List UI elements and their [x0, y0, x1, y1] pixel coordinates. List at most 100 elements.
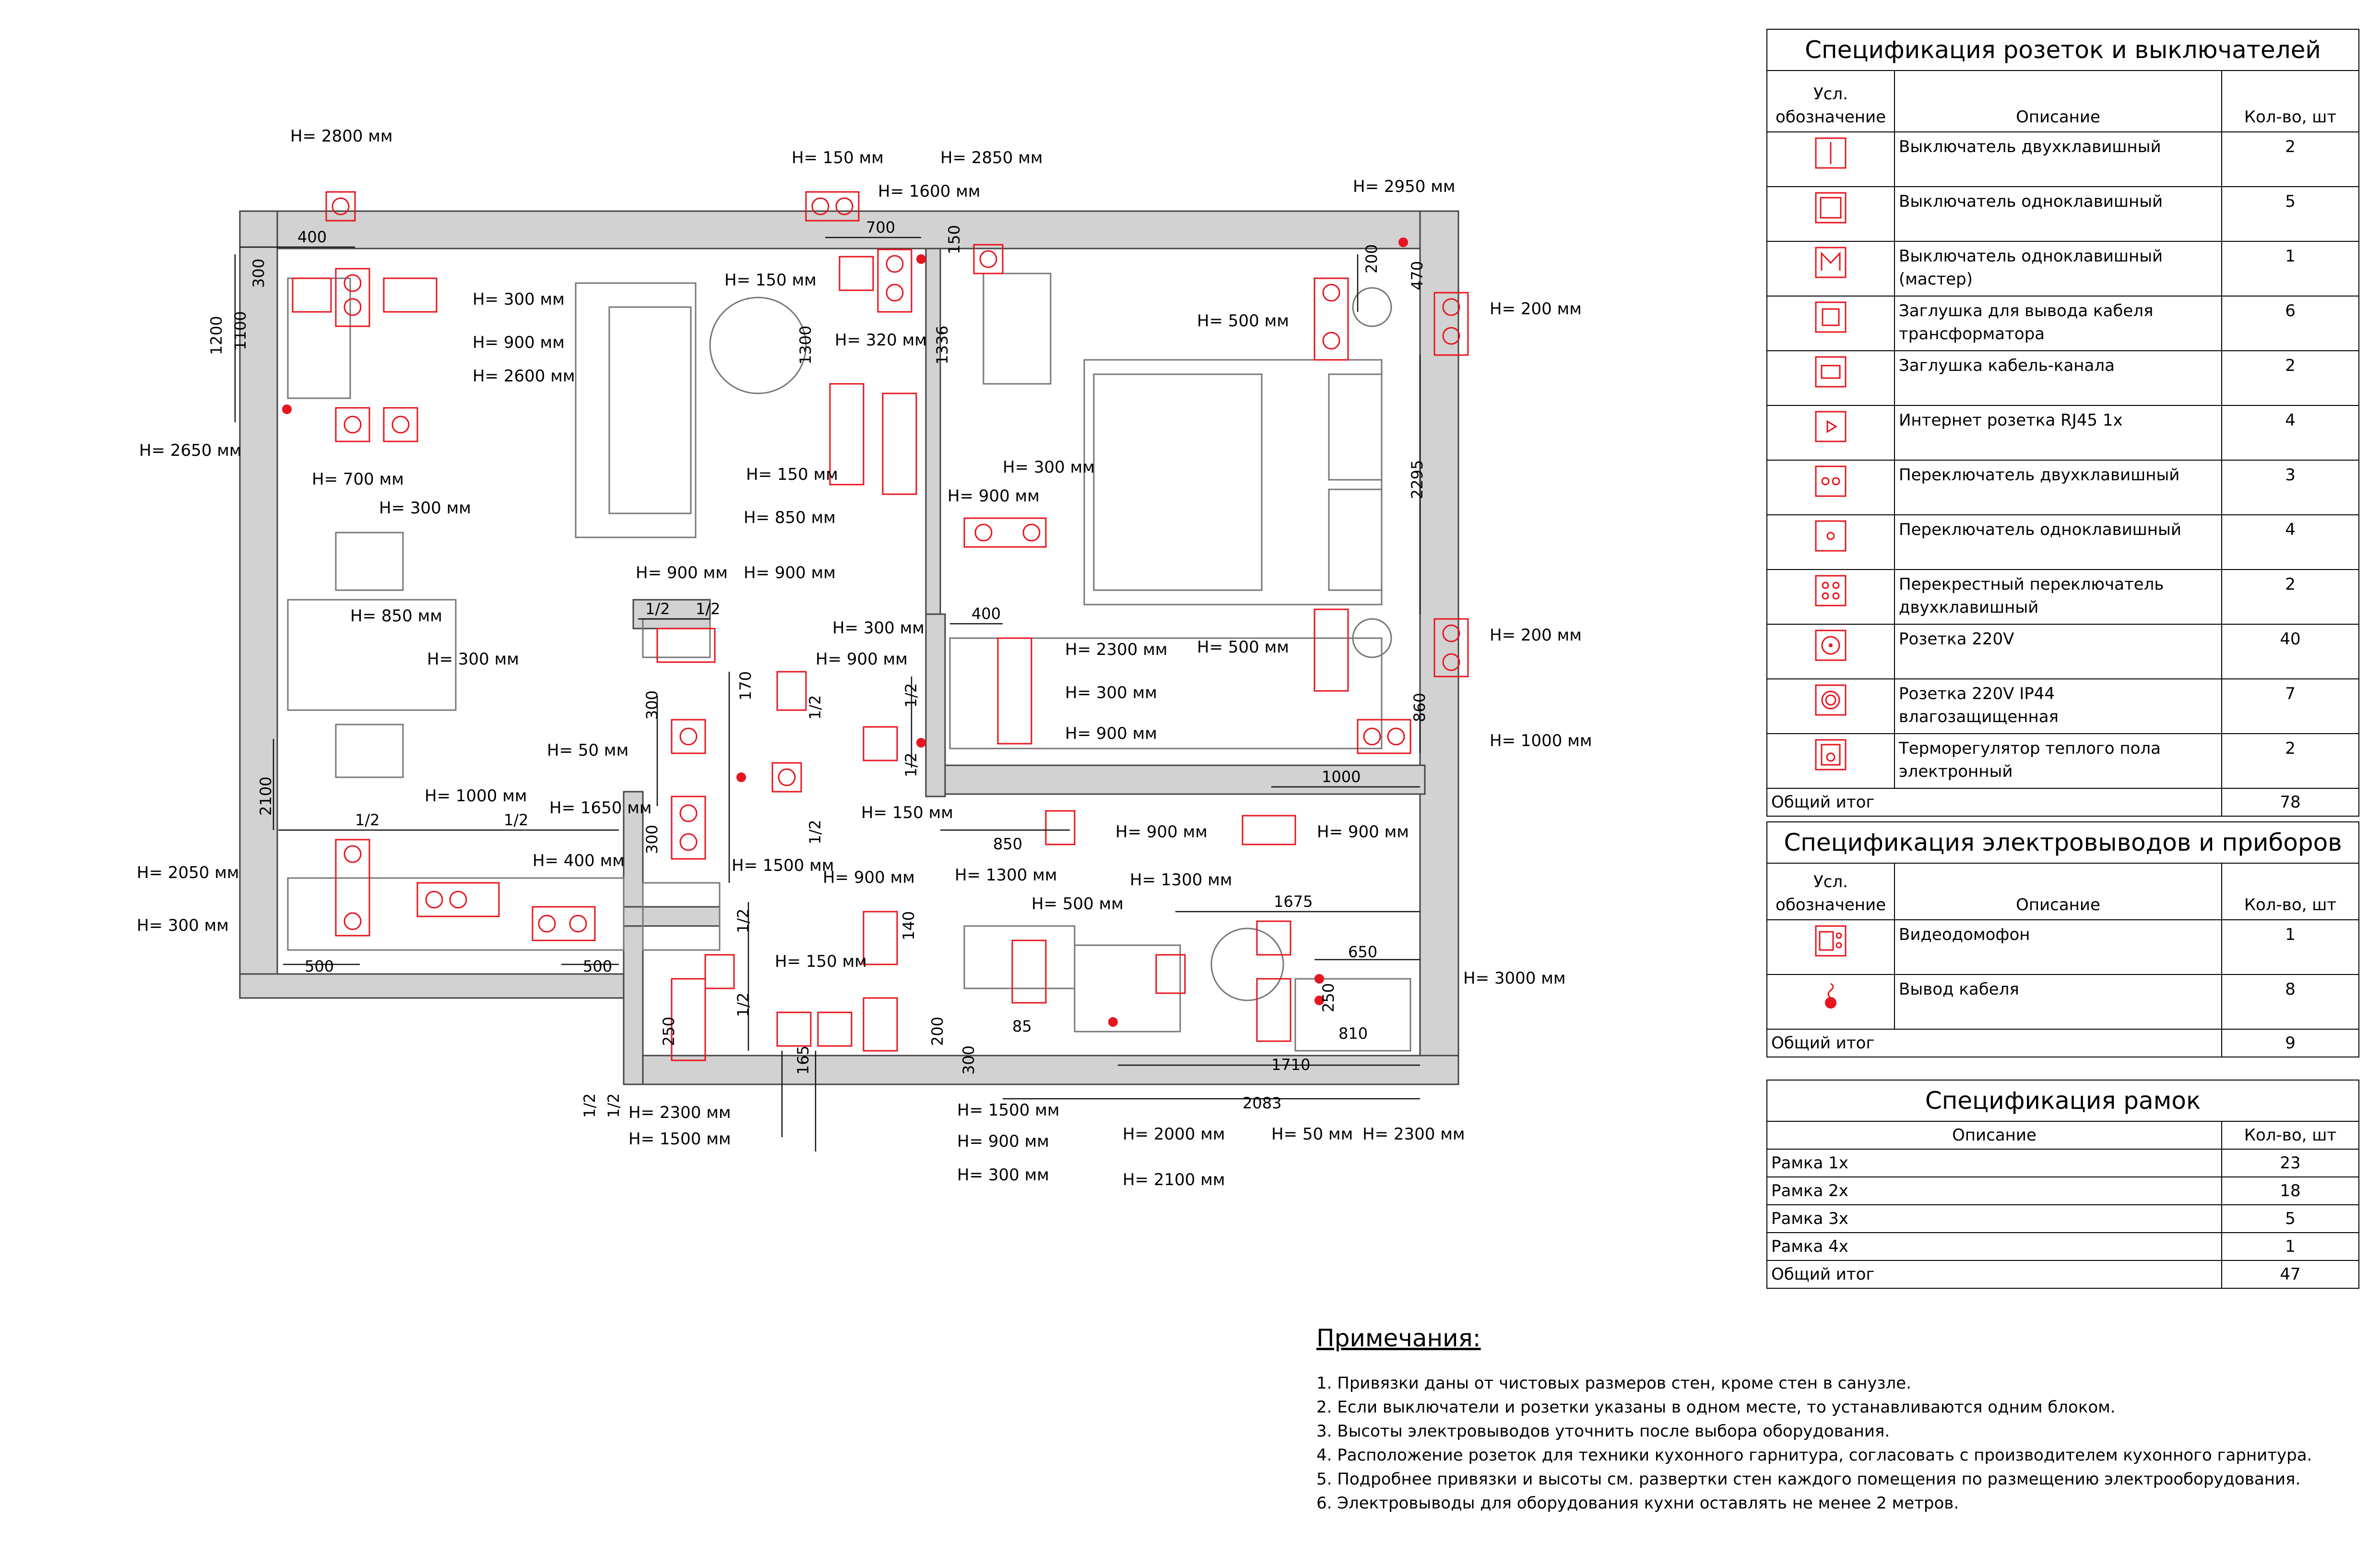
electrical-symbols	[292, 191, 1469, 1061]
dim-label: 85	[1012, 1017, 1032, 1035]
col-header: Кол-во, шт	[2221, 1121, 2359, 1150]
notes-section: Примечания: 1. Привязки даны от чистовых…	[1316, 1324, 2362, 1515]
height-label: H= 500 мм	[1031, 894, 1124, 914]
height-label: H= 1500 мм	[732, 856, 834, 875]
dim-label: 1/2	[504, 811, 529, 829]
spec-desc: Заглушка кабель-канала	[1894, 350, 2222, 406]
dim-label: 150	[945, 225, 963, 254]
height-label: H= 900 мм	[1115, 822, 1208, 842]
col-header: Описание	[1894, 70, 2222, 132]
spec-qty: 2	[2221, 131, 2360, 187]
height-label: H= 2000 мм	[1123, 1125, 1225, 1144]
intercom-icon	[1815, 925, 1847, 957]
height-label: H= 300 мм	[427, 650, 519, 669]
double-changeover-switch-icon	[1815, 465, 1847, 497]
dim-label: 200	[928, 1017, 947, 1046]
dim-label: 470	[1408, 261, 1426, 290]
height-label: H= 900 мм	[636, 563, 728, 582]
dimension-lines	[234, 237, 1421, 1152]
height-label: H= 900 мм	[473, 333, 565, 352]
height-label: H= 2100 мм	[1123, 1170, 1225, 1189]
height-label: H= 1500 мм	[957, 1101, 1060, 1120]
walls	[239, 210, 1459, 1085]
dim-label: 170	[736, 671, 755, 701]
dim-label: 1000	[1322, 768, 1361, 786]
total-label: Общий итог	[1766, 1029, 2222, 1057]
height-label: H= 900 мм	[957, 1132, 1049, 1151]
plan-labels: H= 2800 мм H= 150 мм H= 2850 мм H= 1600 …	[137, 127, 1592, 1189]
total-label: Общий итог	[1766, 1260, 2222, 1289]
furniture	[287, 273, 1411, 1052]
spec-qty: 5	[2221, 1204, 2359, 1233]
height-label: H= 2050 мм	[137, 863, 239, 882]
height-label: H= 700 мм	[312, 470, 404, 489]
dim-label: 1/2	[645, 600, 670, 618]
spec-qty: 2	[2221, 733, 2360, 789]
spec-qty: 18	[2221, 1176, 2359, 1205]
dim-label: 1710	[1271, 1056, 1310, 1074]
cable-outlet-icon	[1825, 983, 1836, 1009]
spec-desc: Перекрестный переключатель двухклавишный	[1894, 569, 2222, 625]
height-label: H= 300 мм	[473, 290, 565, 309]
dim-label: 250	[660, 1017, 678, 1046]
cable-outlets	[282, 238, 1408, 1027]
dim-label: 1/2	[580, 1093, 599, 1118]
spec-desc: Выключатель одноклавишный (мастер)	[1894, 241, 2222, 297]
spec-qty: 4	[2221, 514, 2360, 570]
col-header: Описание	[1766, 1121, 2222, 1150]
master-switch-icon	[1815, 247, 1847, 278]
socket-ip44-icon	[1815, 684, 1847, 716]
height-label: H= 150 мм	[861, 803, 953, 822]
spec-desc: Розетка 220V	[1894, 624, 2222, 679]
height-label: H= 300 мм	[137, 916, 229, 935]
dim-label: 1/2	[806, 695, 824, 720]
col-header: Кол-во, шт	[2221, 70, 2360, 132]
height-label: H= 2600 мм	[473, 367, 575, 386]
height-label: H= 500 мм	[1197, 311, 1289, 331]
spec-qty: 2	[2221, 569, 2360, 625]
height-label: H= 1000 мм	[1490, 731, 1592, 750]
dim-label: 1675	[1274, 892, 1313, 911]
dim-label: 300	[959, 1045, 978, 1075]
cross-switch-icon	[1815, 575, 1847, 606]
note-item: 6. Электровыводы для оборудования кухни …	[1316, 1494, 1959, 1513]
dim-label: 1/2	[902, 683, 920, 708]
spec-desc: Рамка 2х	[1766, 1176, 2222, 1205]
spec-desc: Рамка 3х	[1766, 1204, 2222, 1233]
height-label: H= 300 мм	[1065, 683, 1157, 702]
socket-icon	[1815, 630, 1847, 661]
single-switch-icon	[1815, 192, 1847, 224]
height-label: H= 850 мм	[350, 606, 442, 626]
height-label: H= 850 мм	[744, 508, 836, 527]
height-label: H= 150 мм	[792, 148, 884, 167]
dim-label: 1300	[796, 326, 815, 365]
height-label: H= 50 мм	[547, 741, 628, 760]
height-label: H= 300 мм	[832, 618, 924, 638]
height-label: H= 900 мм	[823, 868, 915, 887]
spec-desc: Заглушка для вывода кабеля трансформатор…	[1894, 296, 2222, 351]
dim-label: 1/2	[734, 909, 752, 934]
spec-frames: Спецификация рамок Описание Кол-во, шт Р…	[1766, 1080, 2359, 1289]
spec-desc: Рамка 4х	[1766, 1232, 2222, 1261]
dim-label: 400	[297, 228, 327, 246]
dim-label: 500	[583, 957, 612, 975]
height-label: H= 1300 мм	[1130, 870, 1232, 890]
height-label: H= 2800 мм	[290, 127, 393, 146]
dim-label: 1/2	[355, 811, 380, 829]
height-label: H= 2950 мм	[1353, 177, 1456, 196]
notes-title: Примечания:	[1316, 1324, 1481, 1352]
dim-label: 400	[971, 605, 1001, 623]
spec-desc: Переключатель одноклавишный	[1894, 514, 2222, 570]
dim-label: 2083	[1243, 1094, 1281, 1112]
col-header: Кол-во, шт	[2221, 863, 2360, 920]
spec-qty: 7	[2221, 678, 2360, 734]
dim-label: 1/2	[902, 753, 920, 778]
single-changeover-switch-icon	[1815, 520, 1847, 552]
dim-label: 250	[1319, 983, 1338, 1012]
height-label: H= 1600 мм	[878, 182, 981, 201]
height-label: H= 400 мм	[533, 851, 625, 870]
height-label: H= 3000 мм	[1463, 969, 1566, 988]
height-label: H= 2300 мм	[1362, 1125, 1465, 1144]
total-value: 9	[2221, 1029, 2360, 1057]
spec-qty: 5	[2221, 186, 2360, 242]
